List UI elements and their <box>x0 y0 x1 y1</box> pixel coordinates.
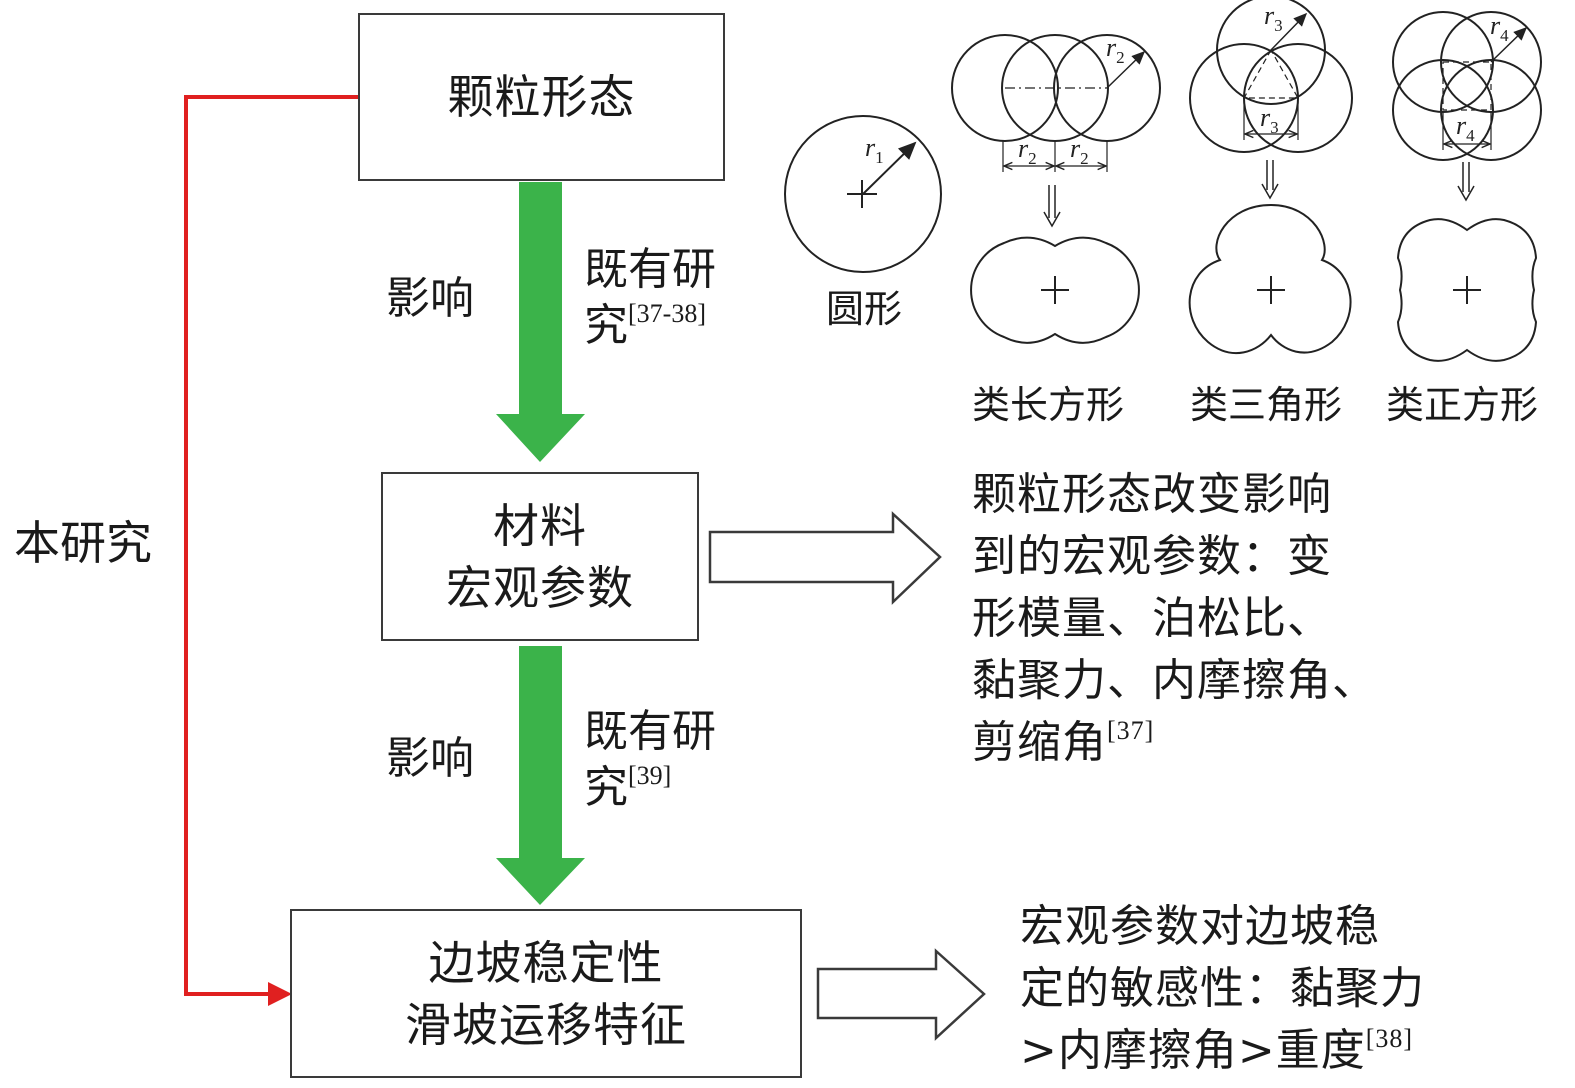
shape-square-result <box>1396 218 1538 362</box>
shape-square-construction <box>1392 11 1542 161</box>
caption-quasi-rectangle: 类长方形 <box>972 383 1125 427</box>
reference-38: [38] <box>1365 1024 1414 1053</box>
macro-note-line-5: 剪缩角[37] <box>972 716 1155 768</box>
study-connector <box>184 95 358 1006</box>
material-text-line1: 材料 <box>493 498 587 553</box>
slope-text-line1: 边坡稳定性 <box>428 935 664 990</box>
reference-37: [37] <box>1107 716 1155 745</box>
flow-arrow-1 <box>496 182 585 462</box>
particle-morphology-box: 颗粒形态 <box>358 13 725 181</box>
down-arrow-tri <box>1261 160 1279 200</box>
sensitivity-note-line-3: >内摩擦角>重度[38] <box>1020 1024 1414 1076</box>
caption-circle: 圆形 <box>826 287 903 331</box>
shape-tri-result <box>1188 203 1352 354</box>
down-arrow-square <box>1457 162 1475 202</box>
macro-note-line-4: 黏聚力、内摩擦角、 <box>972 655 1377 706</box>
existing-research-label-2: 既有研 究[39] <box>584 704 716 816</box>
macro-parameters-note: 颗粒形态改变影响 到的宏观参数：变 形模量、泊松比、 黏聚力、内摩擦角、 剪缩角… <box>972 464 1442 774</box>
shape-circle <box>784 115 942 273</box>
down-arrow-rect <box>1043 185 1061 228</box>
this-study-label: 本研究 <box>14 516 152 570</box>
sensitivity-note-line-1: 宏观参数对边坡稳 <box>1020 901 1380 952</box>
macro-note-line-3: 形模量、泊松比、 <box>972 593 1332 644</box>
reference-39: [39] <box>628 761 672 790</box>
caption-quasi-square: 类正方形 <box>1386 383 1539 427</box>
existing-research-2-line1: 既有研 <box>584 706 716 757</box>
shape-rect-result <box>970 236 1140 344</box>
material-parameters-box: 材料 宏观参数 <box>381 472 699 641</box>
particle-morphology-text: 颗粒形态 <box>447 70 636 124</box>
radius-label-r3: r3 <box>1264 1 1283 35</box>
slope-text-line2: 滑坡运移特征 <box>405 997 687 1052</box>
sensitivity-note: 宏观参数对边坡稳 定的敏感性：黏聚力 >内摩擦角>重度[38] <box>1020 896 1480 1082</box>
dim-label-r2-left: r2 <box>1018 134 1037 168</box>
dim-label-r4: r4 <box>1456 111 1475 145</box>
slope-stability-box: 边坡稳定性 滑坡运移特征 <box>290 909 802 1078</box>
shape-tri-construction <box>1189 0 1353 153</box>
radius-label-r1: r1 <box>865 133 884 167</box>
existing-research-1-line1: 既有研 <box>584 244 716 295</box>
dim-label-r2-right: r2 <box>1070 134 1089 168</box>
dim-label-r3: r3 <box>1260 103 1279 137</box>
flow-arrow-2 <box>496 646 585 905</box>
existing-research-label-1: 既有研 究[37-38] <box>584 242 716 354</box>
macro-note-line-1: 颗粒形态改变影响 <box>972 469 1332 520</box>
caption-quasi-triangle: 类三角形 <box>1190 383 1343 427</box>
existing-research-2-line2: 究[39] <box>584 761 672 813</box>
existing-research-1-line2: 究[37-38] <box>584 299 706 351</box>
hollow-arrow-macro <box>708 511 942 605</box>
sensitivity-note-line-2: 定的敏感性：黏聚力 <box>1020 963 1425 1014</box>
shape-rect-construction <box>951 34 1161 172</box>
reference-37-38: [37-38] <box>628 299 706 328</box>
hollow-arrow-sensitivity <box>816 948 986 1041</box>
material-text-line2: 宏观参数 <box>446 560 634 615</box>
radius-label-r2: r2 <box>1106 33 1125 67</box>
radius-label-r4: r4 <box>1490 11 1509 45</box>
influence-label-1: 影响 <box>386 273 474 324</box>
macro-note-line-2: 到的宏观参数：变 <box>972 531 1332 582</box>
influence-label-2: 影响 <box>386 733 474 784</box>
